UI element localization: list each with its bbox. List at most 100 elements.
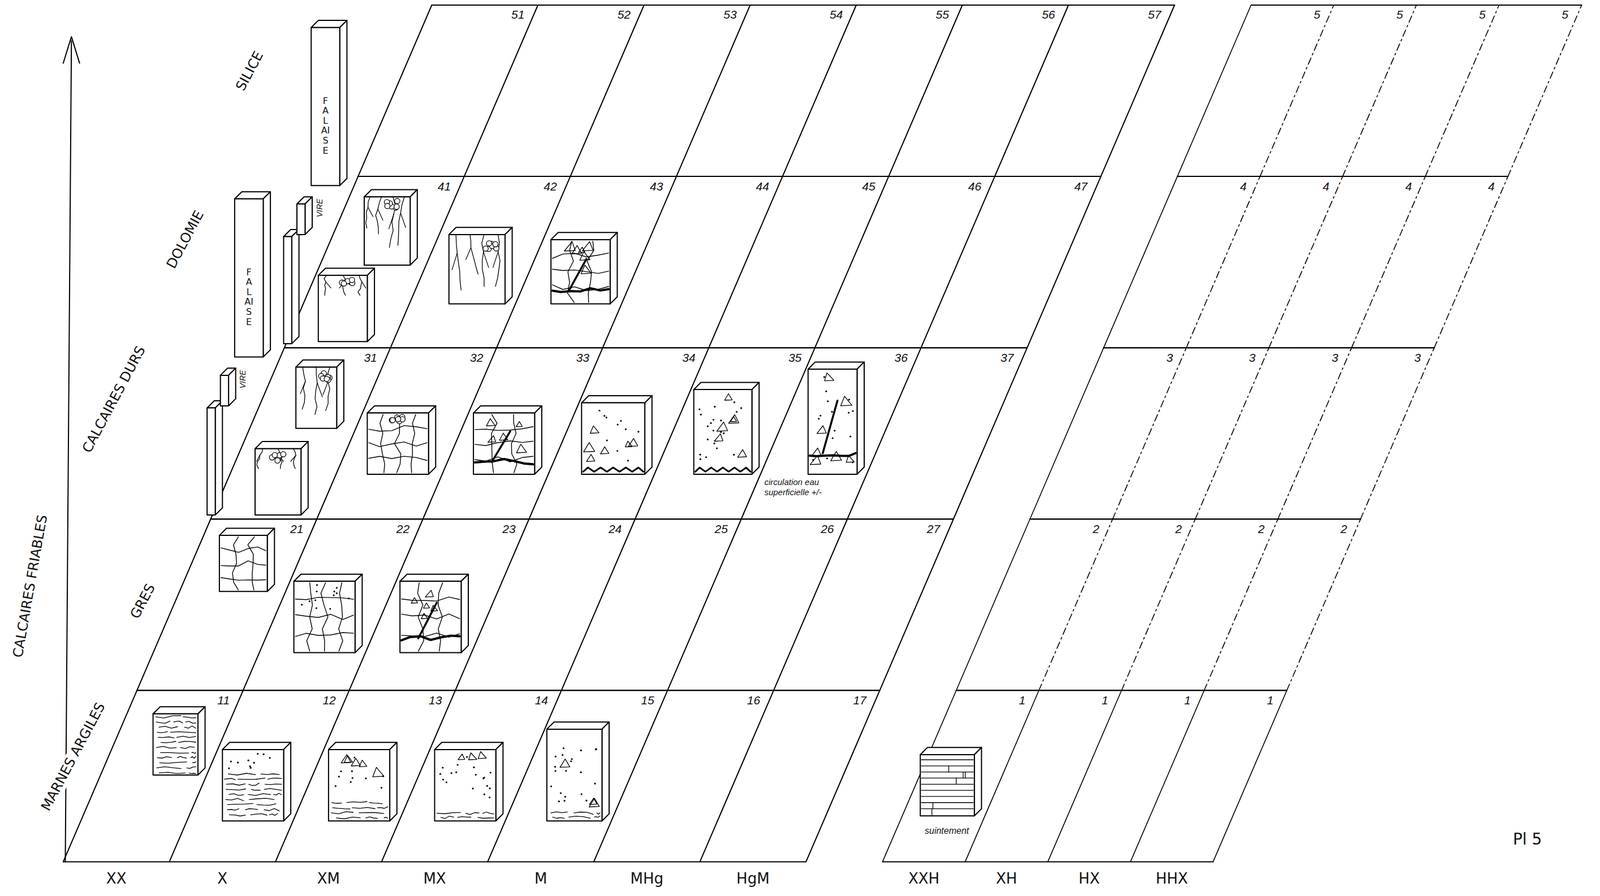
grid-line (1286, 519, 1361, 691)
dot (256, 753, 259, 756)
marl-layer (183, 717, 197, 719)
cell-number: 24 (607, 522, 623, 537)
marl-layer (377, 807, 388, 809)
weathering-front (695, 467, 750, 472)
marl-layer (227, 803, 253, 805)
grid-line (847, 347, 921, 520)
fracture (368, 456, 428, 461)
breccia-clast (728, 415, 739, 424)
axis-label: XX (105, 870, 128, 888)
cell-number: 25 (713, 522, 730, 537)
grid-line (1351, 176, 1426, 348)
marl-layer (457, 817, 472, 818)
root-fracture (290, 455, 296, 463)
dot (486, 785, 489, 788)
bed-line (921, 802, 974, 804)
cell-number: 13 (427, 693, 443, 708)
dot (580, 793, 583, 796)
cell-number: 3 (1330, 351, 1340, 365)
dot (450, 772, 453, 775)
block-front (367, 413, 429, 475)
block-front (581, 403, 645, 475)
block-front (328, 749, 390, 822)
dot (564, 796, 567, 799)
marl-layer (331, 803, 342, 804)
axis-label: HHX (1154, 870, 1189, 888)
block-front (546, 729, 603, 822)
joint-line (932, 803, 934, 810)
fracture (475, 427, 534, 431)
fracture (368, 425, 428, 432)
dot (247, 760, 250, 762)
cell-number: 21 (289, 522, 305, 537)
dot (705, 456, 707, 459)
grid-line (1177, 5, 1252, 177)
dot (699, 458, 702, 461)
block-side (460, 574, 469, 654)
marl-layer (170, 731, 197, 733)
breccia-clast (586, 454, 595, 463)
dot (698, 408, 701, 411)
axis-label: MX (421, 870, 447, 888)
marl-layer (160, 752, 189, 754)
grid-line (284, 347, 1028, 349)
fracture (295, 632, 354, 637)
dot (700, 413, 702, 416)
block-front (364, 196, 411, 266)
marl-layer (250, 813, 267, 816)
grid-line (965, 690, 1039, 862)
block-side (601, 722, 610, 822)
dot (699, 454, 701, 456)
dot (558, 800, 560, 803)
root-fracture (389, 213, 395, 230)
grid-line (1213, 690, 1287, 862)
block-front (283, 236, 292, 344)
dot (483, 794, 486, 796)
dot (351, 777, 354, 780)
breccia-clast (824, 373, 835, 382)
marl-layer (176, 736, 196, 738)
fracture (295, 614, 354, 620)
block-front (234, 199, 264, 358)
cell-number: 4 (1321, 179, 1331, 194)
breccia-clast (737, 449, 747, 457)
root-fracture (466, 247, 472, 260)
marl-layer (331, 812, 354, 815)
marl-layer (482, 812, 494, 815)
block-side (355, 574, 363, 654)
block-front (220, 375, 229, 407)
marl-layer (574, 812, 594, 815)
dot (605, 416, 608, 419)
breccia-clast (589, 798, 597, 805)
block-front (693, 389, 753, 475)
dot (364, 777, 367, 780)
grid-line (1360, 347, 1435, 520)
weathering-front (583, 467, 644, 472)
root-fracture (455, 234, 461, 291)
dot (315, 607, 318, 610)
cell-number: 44 (755, 179, 771, 194)
cell-number: 42 (542, 179, 558, 194)
dot (580, 772, 582, 774)
grid-line (994, 5, 1069, 177)
grid-line (136, 689, 880, 692)
cell-number: 32 (468, 351, 485, 365)
marl-layer (159, 762, 187, 764)
open-crack (568, 259, 587, 292)
marl-layer (552, 817, 565, 819)
block-front (399, 581, 461, 653)
grid-line (63, 861, 806, 863)
block-top (920, 747, 982, 756)
cell-number: 52 (616, 7, 632, 22)
dot (833, 429, 836, 432)
dot (831, 437, 834, 439)
fracture (221, 561, 266, 567)
marl-layer (190, 756, 196, 759)
marl-layer (225, 798, 244, 801)
cell-number: 22 (395, 522, 411, 537)
bed-line (921, 759, 974, 761)
dot (559, 792, 562, 795)
marl-layer (594, 816, 601, 818)
dot (732, 454, 735, 456)
block-front (153, 714, 198, 776)
